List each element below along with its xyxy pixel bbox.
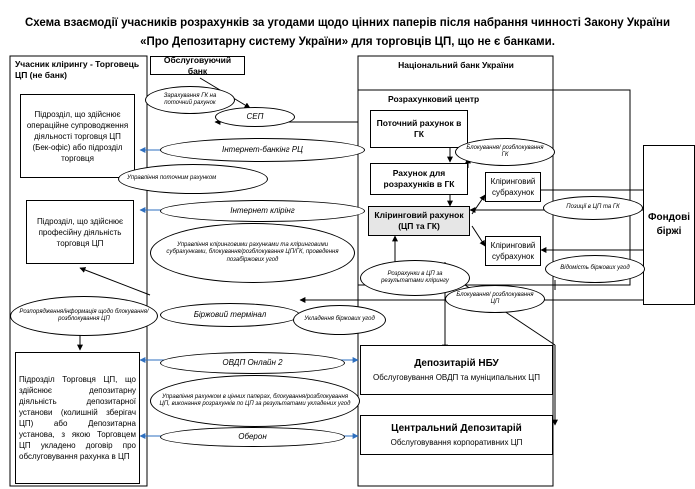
nbu-heading: Національний банк України — [398, 60, 514, 70]
credit-current-ellipse: Зарахування ГК на поточний рахунок — [145, 86, 235, 114]
oberon-ellipse: Оберон — [160, 427, 345, 447]
internet-clearing-ellipse: Інтернет клірінг — [160, 200, 365, 222]
block-gk-ellipse: Блокування/ розблокування ГК — [455, 138, 555, 166]
professional-unit-box: Підрозділ, що здійснює професійну діяльн… — [26, 200, 134, 264]
orders-ellipse: Розпорядження/інформація щодо блокування… — [10, 296, 158, 336]
clearing-management-ellipse: Управління кліринговими рахунками та клі… — [150, 223, 355, 283]
settlement-center-heading: Розрахунковий центр — [388, 94, 480, 104]
depository-nbu-box: Депозитарій НБУ Обслуговування ОВДП та м… — [360, 345, 553, 395]
depository-nbu-subtitle: Обслуговування ОВДП та муніципальних ЦП — [373, 372, 540, 382]
current-account-box: Поточний рахунок в ГК — [370, 110, 468, 148]
clearing-participant-heading: Учасник клірингу - Торговець ЦП (не банк… — [15, 59, 140, 80]
clearing-account-box: Кліринговий рахунок (ЦП та ГК) — [368, 206, 470, 236]
depository-nbu-title: Депозитарій НБУ — [414, 357, 499, 369]
diagram-title: Схема взаємодії учасників розрахунків за… — [10, 14, 685, 52]
securities-management-ellipse: Управління рахунком в цінних паперах, бл… — [150, 375, 360, 427]
exchange-terminal-ellipse: Біржовий термінал — [160, 303, 300, 327]
central-depository-subtitle: Обслуговування корпоративних ЦП — [390, 437, 523, 447]
backoffice-unit-box: Підрозділ, що здійснює операційне супров… — [20, 94, 135, 178]
clearing-subaccount-2-box: Кліринговий субрахунок — [485, 236, 541, 266]
clearing-subaccount-1-box: Кліринговий субрахунок — [485, 172, 541, 202]
stock-exchanges-box: Фондові біржі — [643, 145, 695, 305]
otc-deals-ellipse: Укладення біржових угод — [293, 305, 386, 335]
ovdp-online-ellipse: ОВДП Онлайн 2 — [160, 352, 345, 374]
exchange-statements-ellipse: Відомість біржових угод — [545, 255, 645, 283]
central-depository-box: Центральний Депозитарій Обслуговування к… — [360, 415, 553, 455]
settlements-clearing-ellipse: Розрахунки в ЦП за результатами клірингу — [360, 260, 470, 296]
internet-banking-ellipse: Інтернет-банкінг РЦ — [160, 138, 365, 162]
sep-ellipse: СЕП — [215, 107, 295, 127]
left-column-frame — [9, 55, 148, 487]
trading-unit-box: Підрозділ Торговця ЦП, що здійснює депоз… — [15, 352, 140, 484]
positions-ellipse: Позиції в ЦП та ГК — [543, 196, 643, 220]
title-line-1: Схема взаємодії учасників розрахунків за… — [24, 17, 671, 29]
account-management-ellipse: Управління поточним рахунком — [118, 164, 268, 194]
account-management-text: Управління поточним рахунком — [127, 175, 217, 182]
settlement-account-box: Рахунок для розрахунків в ГК — [370, 163, 468, 195]
title-line-2: «Про Депозитарну систему України» для то… — [140, 36, 555, 48]
servicing-bank-box: Обслуговуючий банк — [150, 55, 245, 76]
central-depository-title: Центральний Депозитарій — [391, 422, 522, 434]
block-cp-ellipse: Блокування/ розблокування ЦП — [445, 285, 545, 313]
